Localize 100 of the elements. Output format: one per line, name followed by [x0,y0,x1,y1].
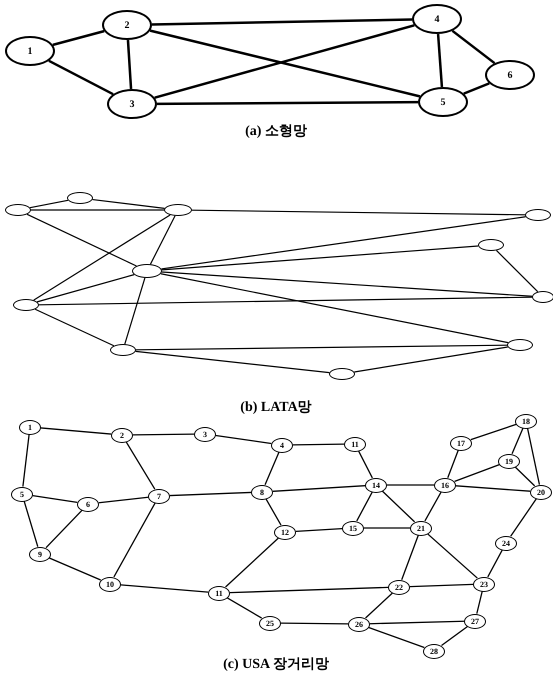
network-node: 9 [29,546,51,562]
network-node: 14 [365,478,387,492]
connection-line [281,622,348,625]
connection-line [36,274,134,302]
network-node: 12 [274,524,296,540]
network-node: 25 [259,616,281,630]
connection-line [157,100,418,106]
network-node: 3 [194,426,216,442]
connection-line [296,528,342,532]
network-node [507,339,533,351]
connection-line [452,30,496,64]
connection-line [526,428,540,485]
network-node: 11 [344,436,366,452]
connection-line [150,216,176,264]
network-node [132,264,162,278]
connection-line [358,450,373,478]
network-node: 28 [423,644,445,658]
connection-line [272,485,366,492]
connection-line [126,40,132,90]
connection-line [161,216,526,270]
network-node: 7 [148,488,170,504]
connection-line [364,527,410,529]
connection-line [31,209,164,211]
network-node: 5 [418,87,468,117]
figure-caption: (c) USA 장거리망 [223,656,329,673]
connection-line [24,501,38,547]
network-node: 27 [464,614,486,628]
network-node: 11 [208,586,230,600]
network-node: 21 [410,520,432,536]
connection-line [476,591,483,614]
connection-line [387,484,434,486]
connection-line [382,490,416,522]
connection-line [510,498,537,537]
connection-line [447,450,459,478]
network-node [525,209,551,221]
connection-line [370,620,464,624]
connection-line [152,18,412,26]
connection-line [136,350,330,374]
network-node [67,192,93,204]
network-node: 5 [11,486,33,502]
connection-line [368,626,424,648]
network-node [329,368,355,380]
network-node: 18 [515,414,537,428]
network-node [5,204,31,216]
connection-line [52,30,104,46]
connection-line [49,557,101,581]
connection-line [410,584,474,588]
connection-line [113,502,156,578]
network-node: 26 [348,616,370,632]
network-node: 4 [412,4,462,34]
connection-line [441,626,468,646]
connection-line [293,444,344,446]
connection-line [436,34,444,88]
network-node: 19 [498,454,520,468]
network-node: 22 [388,580,410,594]
network-node [13,299,39,311]
connection-line [265,498,282,526]
network-node: 16 [434,478,456,492]
connection-line [48,60,114,96]
network-node: 20 [530,484,552,500]
network-node: 1 [19,420,41,434]
connection-line [354,346,508,373]
connection-line [356,492,373,522]
connection-line [496,250,538,292]
connection-line [32,494,78,504]
network-node: 2 [102,10,152,40]
connection-line [470,424,516,440]
network-node: 6 [77,496,99,512]
network-node [164,204,192,216]
network-node: 1 [5,36,55,66]
network-node: 3 [107,89,157,119]
connection-line [227,597,262,619]
connection-line [216,434,272,444]
connection-line [46,510,82,548]
connection-line [40,427,112,435]
connection-line [136,344,508,350]
network-node: 4 [271,438,293,452]
connection-line [34,308,114,346]
connection-line [124,278,146,344]
network-node: 17 [450,436,472,450]
connection-line [487,550,503,578]
network-node [532,291,553,303]
network-node: 10 [99,576,121,592]
network-node [110,344,136,356]
network-node: 15 [342,520,364,536]
network-node: 2 [111,428,133,442]
connection-line [264,452,280,486]
network-node: 8 [251,484,273,500]
connection-line [162,271,532,297]
network-node [478,239,504,251]
connection-line [230,586,388,594]
connection-line [30,200,68,208]
network-node: 24 [495,536,517,550]
connection-line [170,492,252,496]
connection-line [401,535,419,580]
connection-line [463,82,490,95]
connection-line [98,496,148,504]
connection-line [133,433,194,436]
network-node: 23 [473,576,495,592]
connection-line [427,533,478,579]
